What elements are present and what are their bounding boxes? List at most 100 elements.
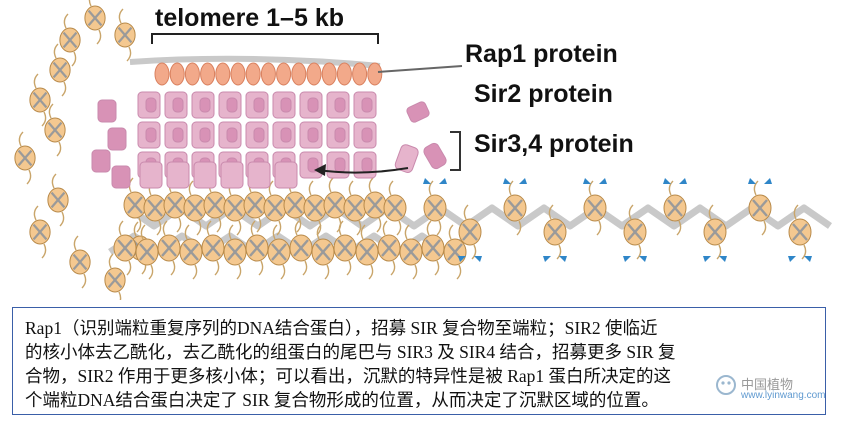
- rap1-protein: [245, 62, 261, 86]
- recruitment-arrow: [317, 167, 409, 174]
- nucleosome: [114, 8, 136, 62]
- nucleosome: [223, 224, 247, 280]
- watermark-url: www.lyinwang.com: [741, 390, 826, 401]
- rap1-pointer-line: [377, 65, 463, 73]
- nucleosome: [47, 173, 69, 227]
- dna-upper-strand: [126, 204, 832, 230]
- sir-complex: [193, 161, 217, 189]
- nucleosome: [543, 204, 567, 260]
- nucleosome: [788, 204, 812, 260]
- sir-complex: [334, 157, 346, 173]
- sir-complex: [361, 97, 373, 113]
- free-sir4-protein: [423, 142, 447, 170]
- nucleosome: [503, 180, 527, 236]
- rap1-protein: [260, 62, 276, 86]
- nucleosome: [104, 253, 126, 300]
- watermark-logo-icon: [716, 375, 736, 395]
- sir-complex-array: [91, 91, 377, 189]
- sir-complex: [307, 97, 319, 113]
- watermark: 中国植物 www.lyinwang.com: [715, 370, 835, 410]
- nucleosome: [583, 180, 607, 236]
- sir-complex: [139, 161, 163, 189]
- sir-complex: [145, 127, 157, 143]
- sir-complex: [274, 161, 298, 189]
- acetyl-mark-icon: [458, 256, 482, 262]
- nucleosome-array: [14, 0, 812, 300]
- nucleosome: [183, 180, 207, 236]
- nucleosome: [163, 177, 187, 233]
- sir-complex: [172, 127, 184, 143]
- nucleosome: [663, 180, 687, 236]
- nucleosome: [143, 180, 167, 236]
- free-sir3-protein: [394, 144, 419, 173]
- sir-complex: [334, 127, 346, 143]
- nucleosome: [157, 220, 181, 276]
- nucleosome: [458, 204, 482, 260]
- nucleosome: [383, 180, 407, 236]
- sir-complex: [107, 127, 127, 151]
- sir-complex: [280, 97, 292, 113]
- sir2-protein-label: Sir2 protein: [474, 80, 613, 108]
- nucleosome: [703, 204, 727, 260]
- free-sir-proteins: [394, 101, 447, 173]
- telomere-bracket: [151, 33, 379, 44]
- acetyl-mark-icon: [583, 178, 607, 184]
- nucleosome: [377, 220, 401, 276]
- sir-complex: [226, 127, 238, 143]
- rap1-protein-row: [154, 62, 383, 86]
- acetyl-mark-icon: [543, 256, 567, 262]
- telomere-dna: [129, 55, 381, 69]
- nucleosome: [44, 103, 66, 157]
- rap1-protein: [336, 62, 352, 86]
- rap1-protein: [154, 62, 170, 86]
- sir-complex: [307, 157, 319, 173]
- caption-line: Rap1（识别端粒重复序列的DNA结合蛋白），招募 SIR 复合物至端粒；SIR…: [25, 318, 658, 338]
- rap1-protein: [306, 62, 322, 86]
- telomere-length-label: telomere 1–5 kb: [155, 4, 344, 32]
- acetyl-mark-icon: [623, 256, 647, 262]
- rap1-protein: [276, 62, 292, 86]
- acetyl-mark-icon: [703, 256, 727, 262]
- nucleosome: [355, 224, 379, 280]
- free-sir2-protein: [406, 101, 430, 123]
- sir-complex: [334, 97, 346, 113]
- sir-complex: [145, 97, 157, 113]
- nucleosome: [179, 224, 203, 280]
- nucleosome: [333, 220, 357, 276]
- sir-complex: [280, 127, 292, 143]
- recruitment-arrowhead: [314, 164, 326, 176]
- sir34-bracket: [450, 131, 461, 171]
- sir-complex: [199, 127, 211, 143]
- nucleosome: [323, 177, 347, 233]
- nucleosome: [399, 224, 423, 280]
- nucleosome: [423, 180, 447, 236]
- acetyl-mark-icon: [663, 178, 687, 184]
- nucleosome: [69, 235, 91, 289]
- watermark-text: 中国植物: [741, 377, 794, 392]
- nucleosome: [29, 73, 51, 127]
- rap1-protein: [200, 62, 216, 86]
- nucleosome: [49, 43, 71, 97]
- sir-complex: [111, 165, 131, 189]
- sir-complex: [253, 127, 265, 143]
- sir-complex: [172, 97, 184, 113]
- nucleosome: [29, 205, 51, 259]
- rap1-protein: [367, 62, 383, 86]
- nucleosome: [363, 177, 387, 233]
- rap1-protein: [215, 62, 231, 86]
- rap1-protein: [352, 62, 368, 86]
- acetyl-mark-icon: [503, 178, 527, 184]
- rap1-protein: [184, 62, 200, 86]
- nucleosome: [135, 224, 159, 280]
- telomere-silencing-diagram: [14, 0, 832, 300]
- sir-complex: [226, 97, 238, 113]
- sir34-protein-label: Sir3,4 protein: [474, 130, 634, 158]
- caption-box: Rap1（识别端粒重复序列的DNA结合蛋白），招募 SIR 复合物至端粒；SIR…: [12, 307, 826, 415]
- nucleosome: [84, 0, 106, 45]
- sir-complex: [166, 161, 190, 189]
- nucleosome: [263, 180, 287, 236]
- rap1-protein: [169, 62, 185, 86]
- sir-complex: [91, 149, 111, 173]
- caption-line: 个端粒DNA结合蛋白决定了 SIR 复合物形成的位置，从而决定了沉默区域的位置。: [25, 390, 659, 410]
- acetyl-mark-icon: [423, 178, 447, 184]
